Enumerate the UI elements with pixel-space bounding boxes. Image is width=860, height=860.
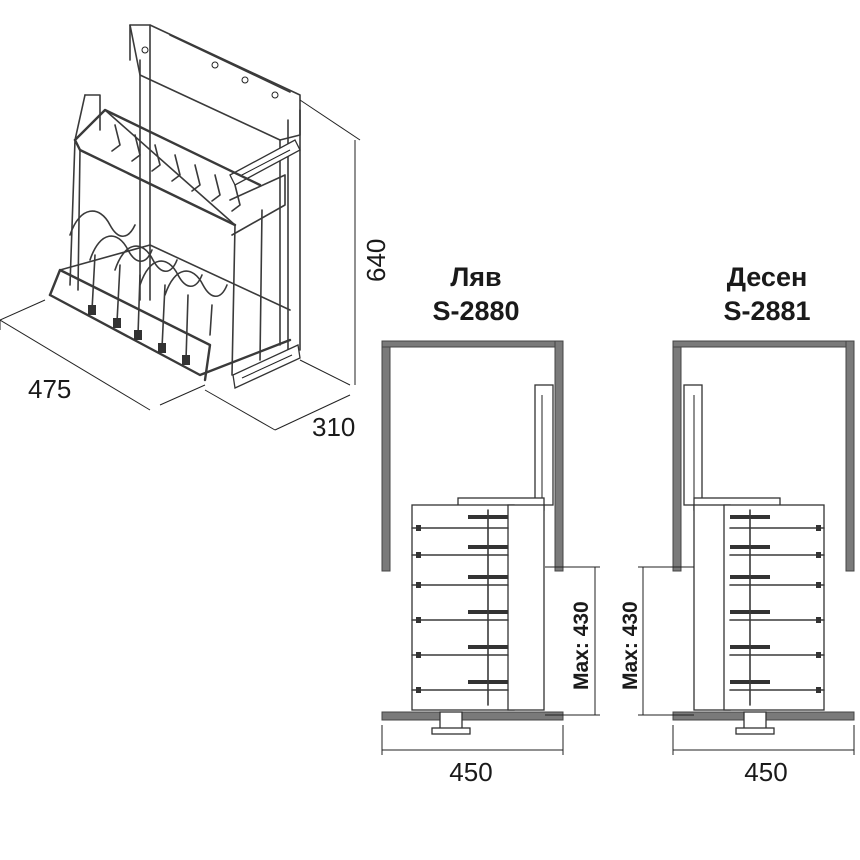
upper-slide [229,139,301,186]
isometric-basket-drawing: 475 310 640 [0,24,391,442]
left-basket [411,497,545,711]
right-model-label: S-2881 [723,296,810,326]
depth-dimension-label: 310 [312,412,355,442]
right-variant-drawing: Десен S-2881 [619,262,855,787]
width-dimension-label: 475 [28,374,71,404]
left-variant-drawing: Ляв S-2880 [381,262,600,787]
lower-basket [48,139,301,389]
dimension-lines-3d [0,99,361,431]
right-basket [693,497,825,711]
left-max-height-label: Max: 430 [570,601,593,690]
left-side-label: Ляв [450,262,501,292]
right-side-label: Десен [727,262,808,292]
left-width-label: 450 [449,757,492,787]
upper-hook-bar [73,94,286,236]
height-dimension-label: 640 [361,239,391,282]
right-width-label: 450 [744,757,787,787]
right-max-height-label: Max: 430 [619,601,642,690]
left-model-label: S-2880 [432,296,519,326]
